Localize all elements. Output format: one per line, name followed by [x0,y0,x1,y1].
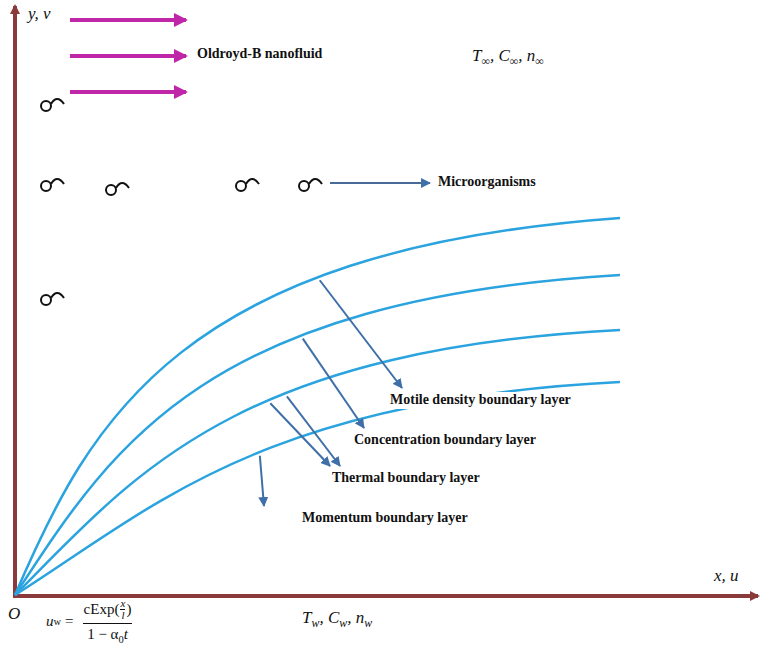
flow-arrow [70,54,186,58]
wall-conditions: Tw, Cw, nw [300,608,374,631]
ambient-conditions: T∞, C∞, n∞ [470,46,546,69]
y-axis [13,6,17,596]
layer-label: Thermal boundary layer [330,470,482,487]
flow-arrow [70,90,186,94]
layer-label: Momentum boundary layer [300,510,470,527]
microorganisms [41,99,322,305]
boundary-layer-curves [15,218,620,595]
layer-label: Concentration boundary layer [352,432,538,449]
layer-label: Motile density boundary layer [388,392,573,409]
microorganisms-label: Microorganisms [436,174,538,191]
leader-arrow [320,280,402,388]
axis-label: y, v [26,4,53,24]
leader-arrow [260,456,264,506]
leader-arrow [287,396,340,466]
formula-part: w [54,616,62,627]
formula-part: = [65,613,73,630]
origin-label: O [6,604,22,624]
formula-part: 1 − α [87,626,118,642]
wall-velocity-formula: uw= cExp(xl) 1 − α0t [44,598,135,645]
formula-part: t [124,626,128,642]
axis-label: x, u [712,566,741,586]
formula-part: x [120,598,125,609]
fluid-label: Oldroyd-B nanofluid [195,46,324,63]
formula-part: u [46,613,54,630]
formula-part: 0 [118,634,123,645]
formula-part: ) [126,601,131,618]
leader-arrow [270,403,330,466]
formula-part: cExp( [84,601,120,618]
formula-part: l [120,609,125,621]
leader-arrow [330,182,430,184]
flow-arrow [70,18,186,22]
leader-arrow [303,339,364,428]
